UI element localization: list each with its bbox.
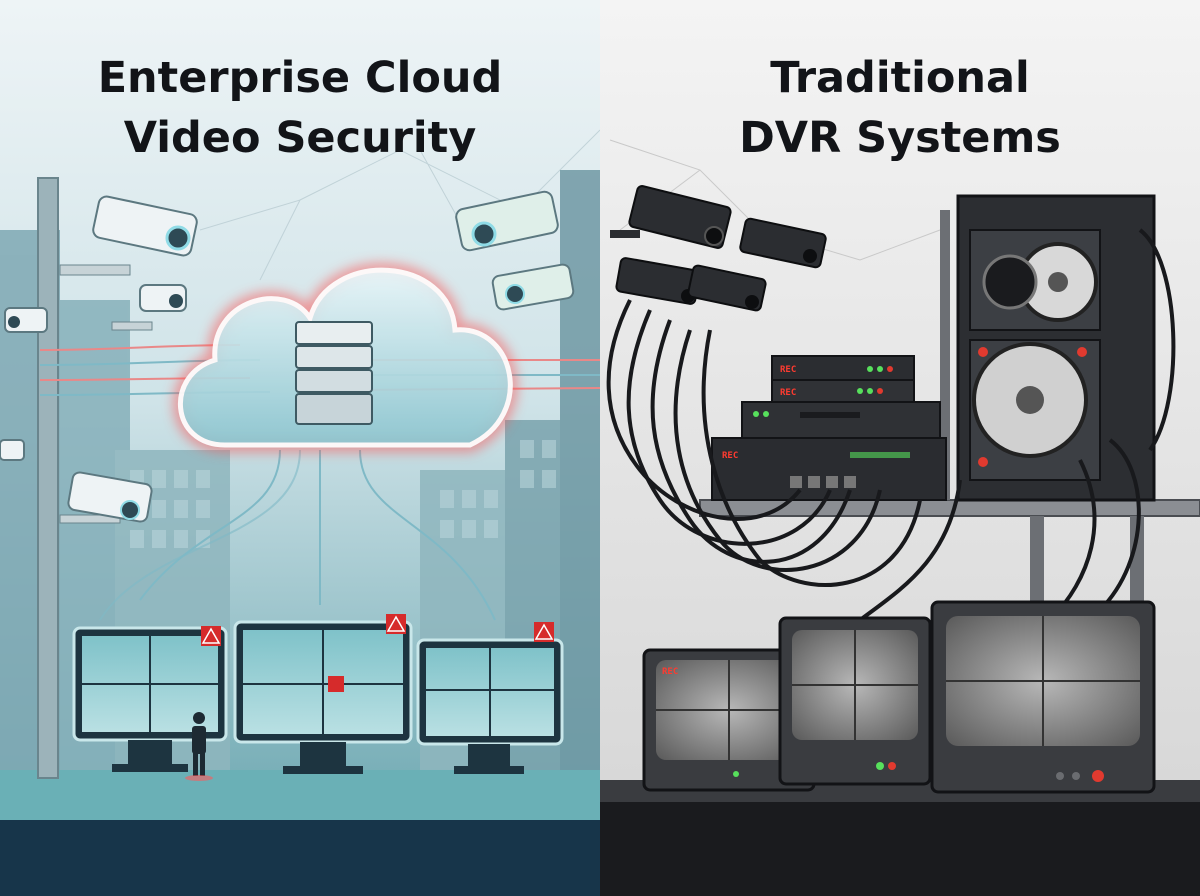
right-title-line2: DVR Systems [739, 113, 1061, 163]
security-camera-icon [4, 307, 48, 333]
right-panel: REC REC REC [600, 0, 1200, 896]
server-icon [295, 321, 373, 425]
security-camera-icon [687, 264, 767, 312]
building-windows [130, 440, 556, 548]
street [0, 770, 600, 820]
left-title-line2: Video Security [123, 113, 477, 163]
monitor-icon [72, 626, 228, 772]
crt-monitor-icon [778, 616, 932, 786]
security-camera-icon [111, 284, 187, 331]
crt-monitor-icon: REC [642, 648, 816, 792]
rec-label: REC [722, 451, 738, 461]
ground-band [0, 820, 600, 896]
right-title: Traditional DVR Systems [600, 48, 1200, 168]
left-title-line1: Enterprise Cloud [97, 53, 503, 103]
person-figure [185, 712, 213, 781]
security-camera-icon [0, 439, 25, 461]
crt-monitor-icon [930, 600, 1156, 794]
security-camera-icon [610, 185, 732, 249]
rec-label: REC [780, 388, 796, 398]
monitor-icon [233, 614, 413, 774]
left-panel [0, 0, 601, 896]
alert-icon [328, 676, 344, 692]
desk-floor [600, 800, 1200, 896]
rec-label: REC [780, 365, 796, 375]
security-camera-icon [491, 263, 575, 311]
left-title: Enterprise Cloud Video Security [0, 48, 600, 168]
alert-icon [386, 614, 406, 634]
security-camera-icon [59, 195, 198, 276]
rec-label: REC [662, 667, 678, 677]
security-camera-icon [59, 471, 153, 524]
alert-icon [201, 626, 221, 646]
alert-icon [534, 622, 554, 642]
monitor-icon [416, 622, 564, 774]
security-camera-icon [739, 217, 827, 269]
security-camera-icon [455, 190, 559, 252]
camera-pole [37, 177, 59, 779]
right-title-line1: Traditional [770, 53, 1030, 103]
